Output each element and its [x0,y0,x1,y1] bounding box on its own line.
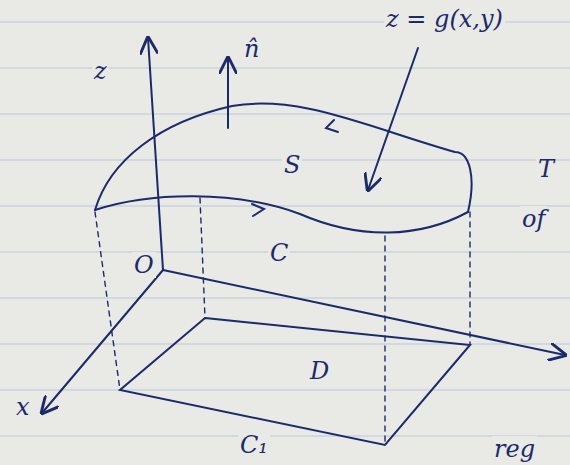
margin-text: T [536,156,556,182]
axis-label: x [14,394,32,420]
projection-lines [95,198,470,445]
origin-label: O [132,252,156,278]
boundary-label: C₁ [238,432,270,458]
axis-label: z [92,58,109,84]
margin-text: of [520,206,547,232]
margin-text: reg [492,436,537,462]
normal-vector [227,58,229,128]
orientation-arrow [326,120,338,132]
boundary-curve [95,196,468,232]
z-axis [148,38,163,270]
normal-label: n̂ [242,36,261,62]
y-axis [163,270,565,355]
curve-label: C [268,240,290,266]
orientation-arrow [252,204,264,216]
surface-equation: z = g(x,y) [384,6,505,32]
surface-label: S [282,152,302,178]
ruled-lines [0,22,570,436]
projected-region [120,318,470,445]
x-axis [42,270,163,413]
region-label: D [308,358,331,384]
leader-arrow [368,48,418,190]
surface-upper-edge [95,104,472,212]
